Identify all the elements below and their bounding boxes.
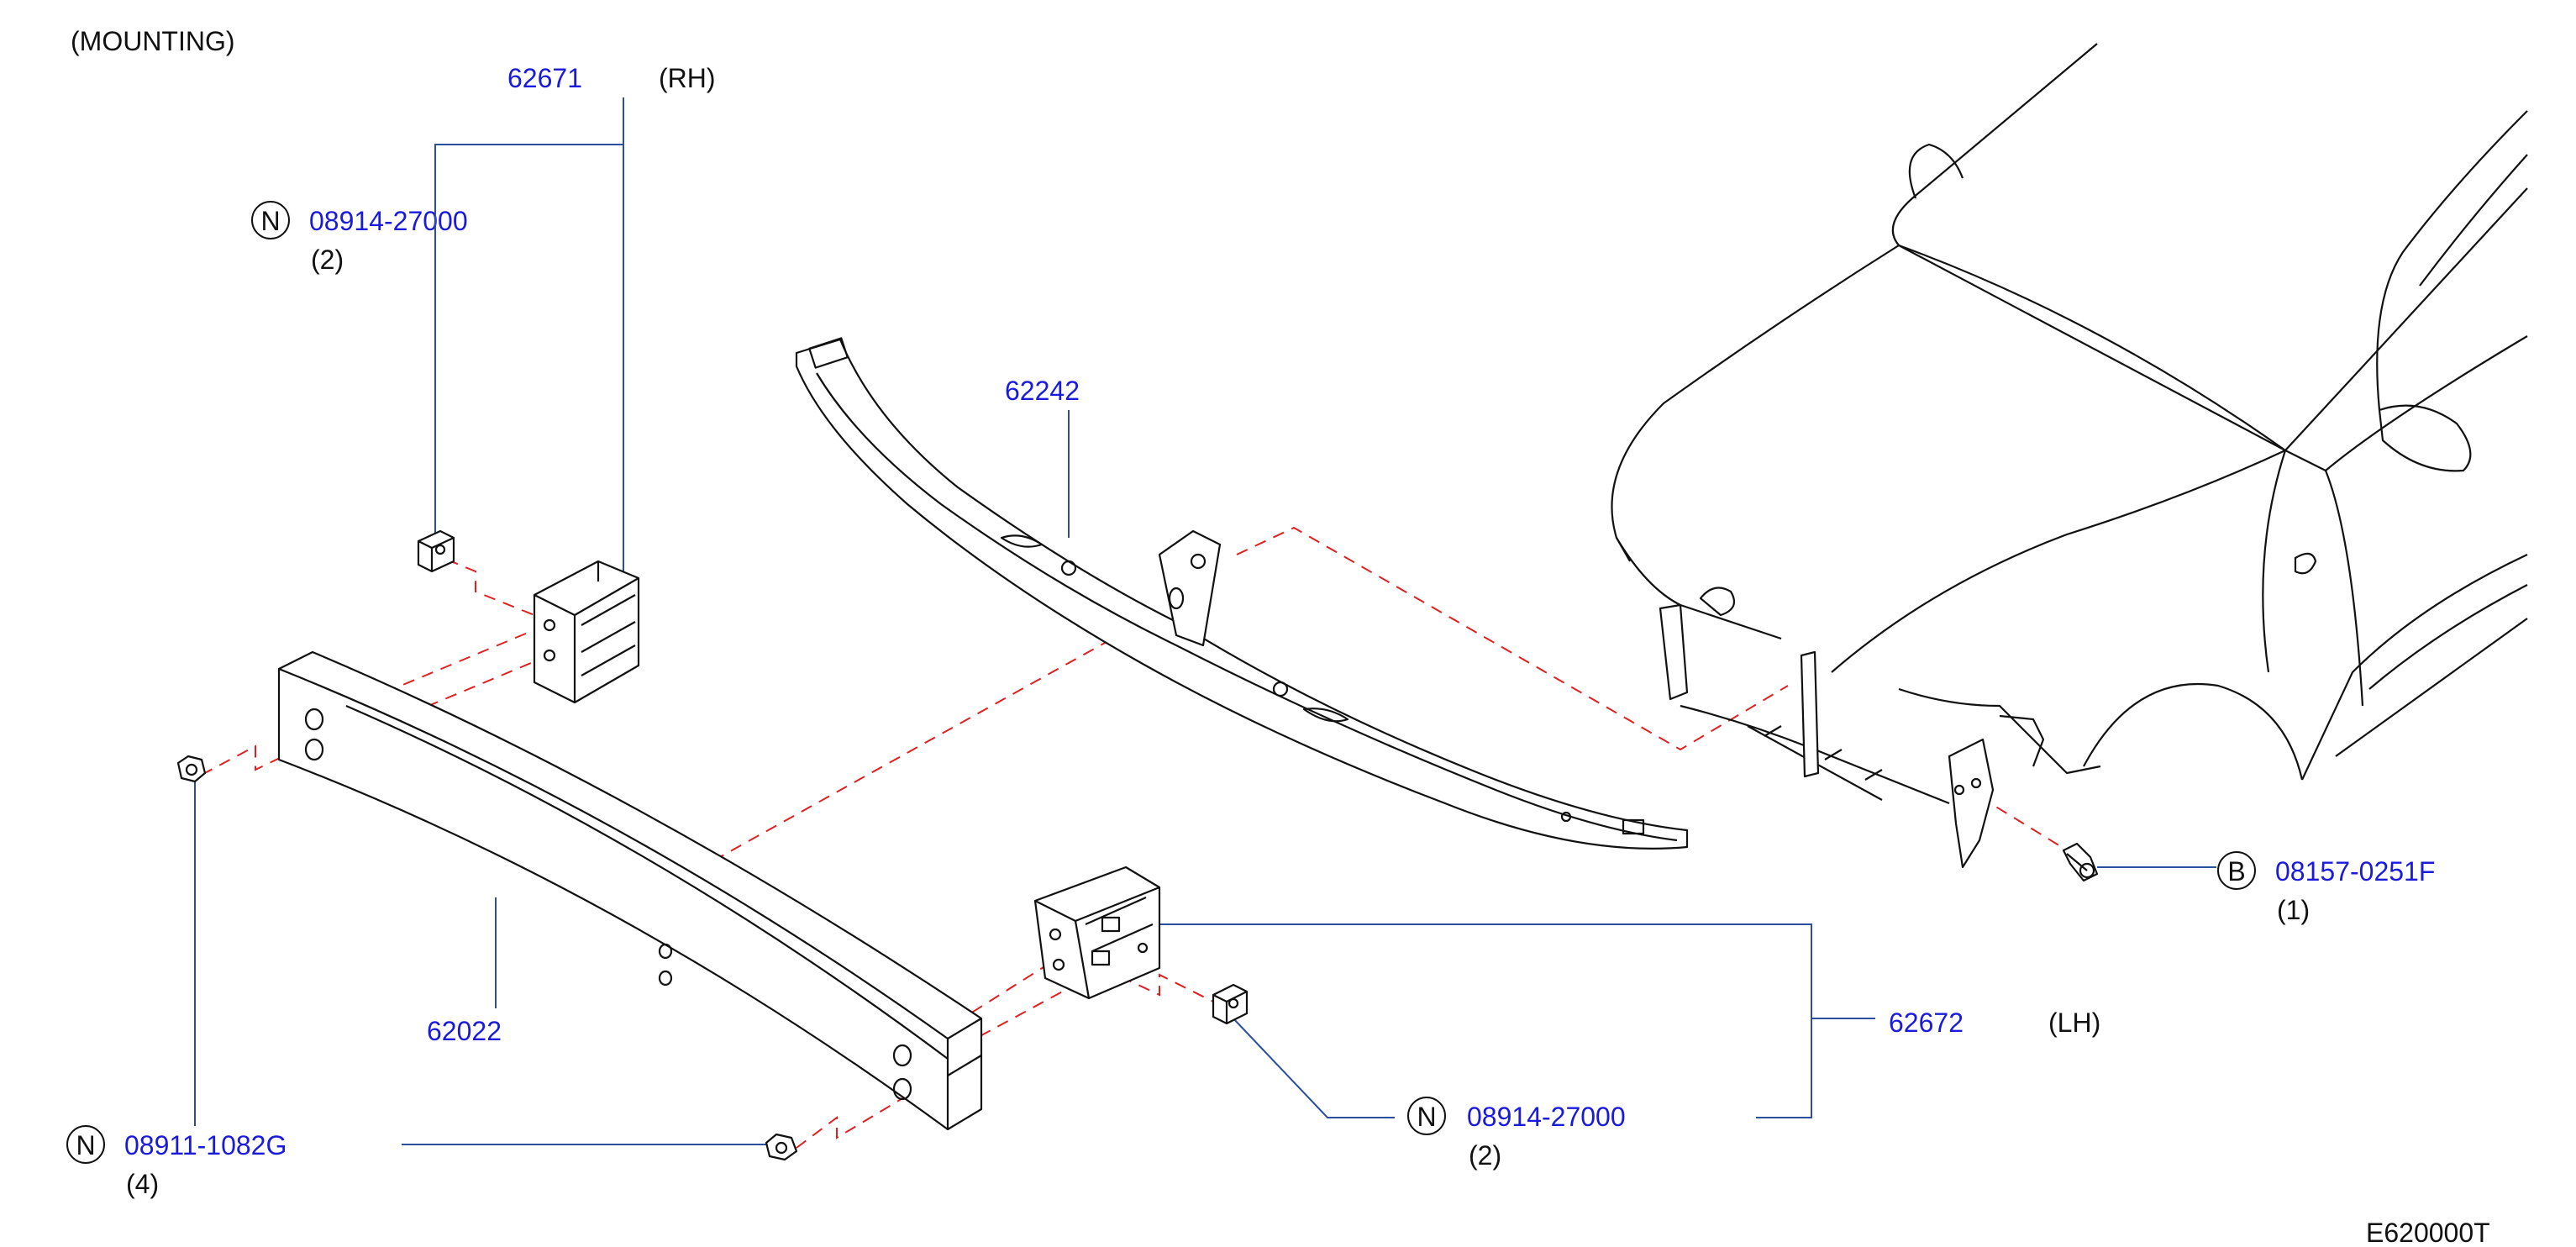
lh-nut-badge: N bbox=[1407, 1097, 1446, 1135]
svg-text:N: N bbox=[1417, 1102, 1436, 1132]
flange-nut-part-number[interactable]: 08911-1082G bbox=[124, 1130, 287, 1160]
flange-nut-left bbox=[176, 755, 207, 783]
leader-lines bbox=[194, 97, 2216, 1145]
lh-bracket-part-number[interactable]: 62672 bbox=[1889, 1008, 1964, 1038]
lh-nut-part-number[interactable]: 08914-27000 bbox=[1467, 1102, 1626, 1132]
lh-nut-quantity: (2) bbox=[1469, 1140, 1501, 1171]
diagram-title: (MOUNTING) bbox=[71, 26, 235, 56]
rh-bracket-part-number[interactable]: 62671 bbox=[507, 63, 582, 93]
rh-side-label: (RH) bbox=[659, 63, 716, 93]
bumper-reinforcement bbox=[277, 650, 983, 1131]
lh-bracket bbox=[1033, 866, 1161, 1000]
lh-square-nut bbox=[1212, 983, 1249, 1025]
bolt-quantity: (1) bbox=[2277, 895, 2310, 925]
upper-member-part-number[interactable]: 62242 bbox=[1005, 376, 1080, 406]
svg-text:N: N bbox=[76, 1130, 95, 1160]
rh-square-nut bbox=[417, 529, 455, 573]
vehicle-front-outline bbox=[1611, 43, 2528, 869]
bolt-badge: B bbox=[2217, 851, 2256, 890]
radiator-core-upper-member bbox=[795, 337, 1689, 850]
bolt-part-number[interactable]: 08157-0251F bbox=[2275, 856, 2435, 887]
svg-text:B: B bbox=[2227, 856, 2245, 887]
reinforcement-part-number[interactable]: 62022 bbox=[427, 1016, 502, 1046]
rh-bracket bbox=[533, 560, 640, 704]
lh-side-label: (LH) bbox=[2048, 1008, 2100, 1038]
diagram-code: E620000T bbox=[2366, 1218, 2490, 1247]
flange-nut-badge: N bbox=[66, 1125, 105, 1164]
rh-nut-quantity: (2) bbox=[311, 245, 344, 275]
flange-nut-bottom bbox=[765, 1133, 798, 1161]
rh-nut-badge: N bbox=[251, 201, 290, 239]
flange-nut-quantity: (4) bbox=[126, 1169, 159, 1199]
svg-text:N: N bbox=[260, 206, 280, 236]
rh-nut-part-number[interactable]: 08914-27000 bbox=[309, 206, 468, 236]
mounting-bolt bbox=[2062, 842, 2099, 882]
